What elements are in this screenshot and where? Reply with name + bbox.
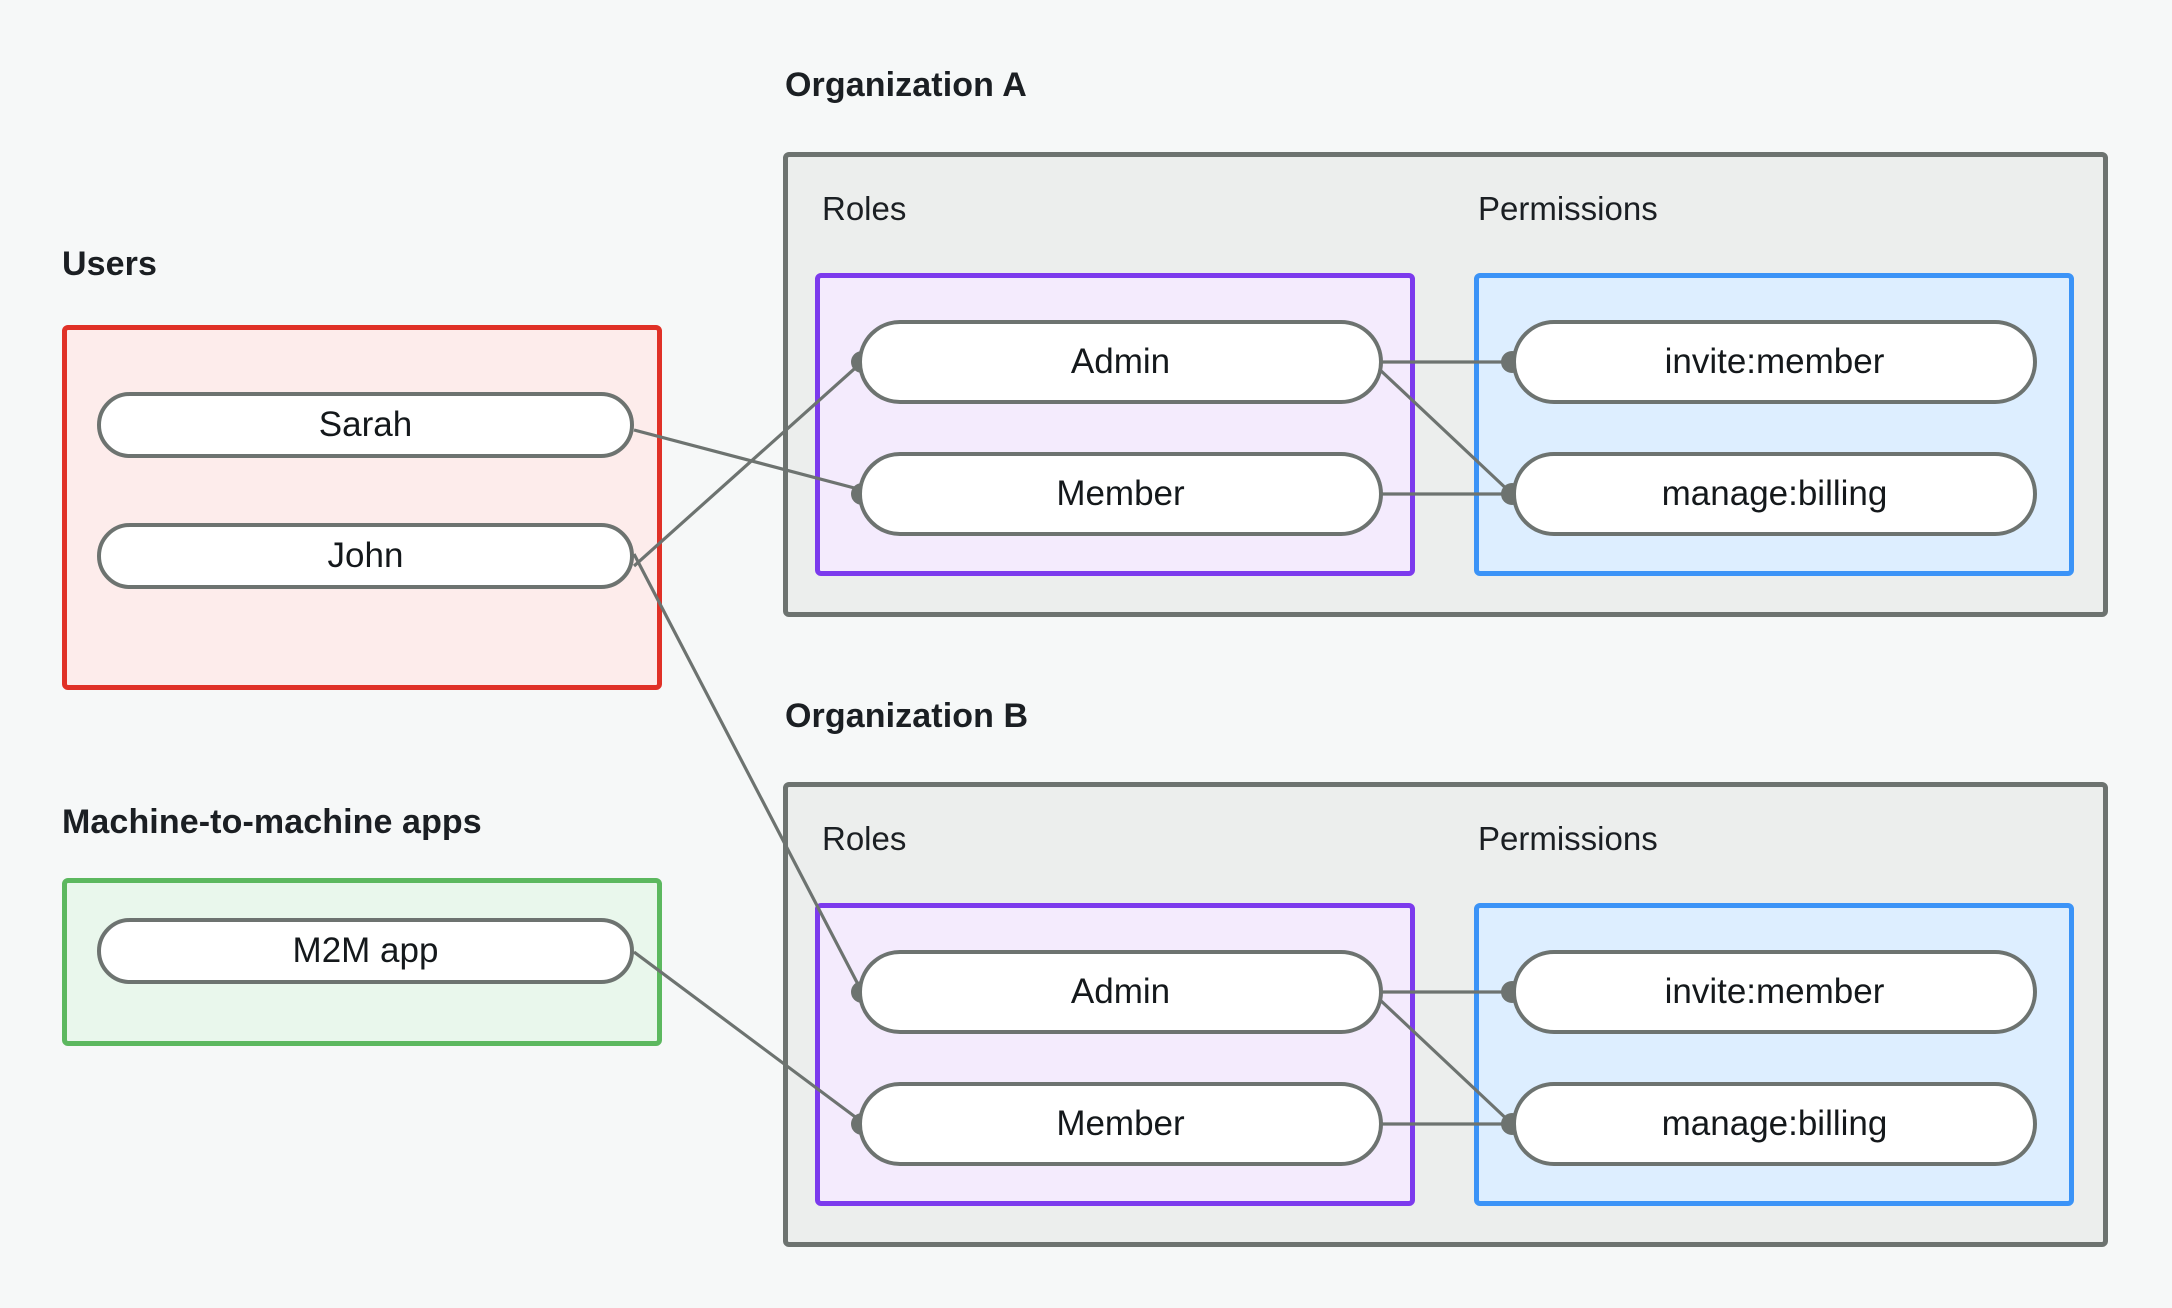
m2m-pill-app[interactable]: M2M app <box>97 918 634 984</box>
users-group-label: Users <box>62 245 158 283</box>
organization-b-label: Organization B <box>785 697 1029 735</box>
organization-b-roles-label: Roles <box>822 820 907 857</box>
organization-b-permission-manage-billing[interactable]: manage:billing <box>1512 1082 2037 1166</box>
user-pill-sarah[interactable]: Sarah <box>97 392 634 458</box>
organization-a-permissions-label: Permissions <box>1478 190 1658 227</box>
organization-a-roles-label: Roles <box>822 190 907 227</box>
m2m-group-label: Machine-to-machine apps <box>62 803 482 841</box>
users-group-box[interactable] <box>62 325 662 690</box>
user-pill-john[interactable]: John <box>97 523 634 589</box>
organization-b-role-admin[interactable]: Admin <box>858 950 1383 1034</box>
organization-a-permission-manage-billing[interactable]: manage:billing <box>1512 452 2037 536</box>
organization-a-role-admin[interactable]: Admin <box>858 320 1383 404</box>
organization-a-label: Organization A <box>785 66 1027 104</box>
organization-b-role-member[interactable]: Member <box>858 1082 1383 1166</box>
organization-a-permission-invite-member[interactable]: invite:member <box>1512 320 2037 404</box>
organization-a-role-member[interactable]: Member <box>858 452 1383 536</box>
organization-b-permissions-label: Permissions <box>1478 820 1658 857</box>
organization-b-permission-invite-member[interactable]: invite:member <box>1512 950 2037 1034</box>
